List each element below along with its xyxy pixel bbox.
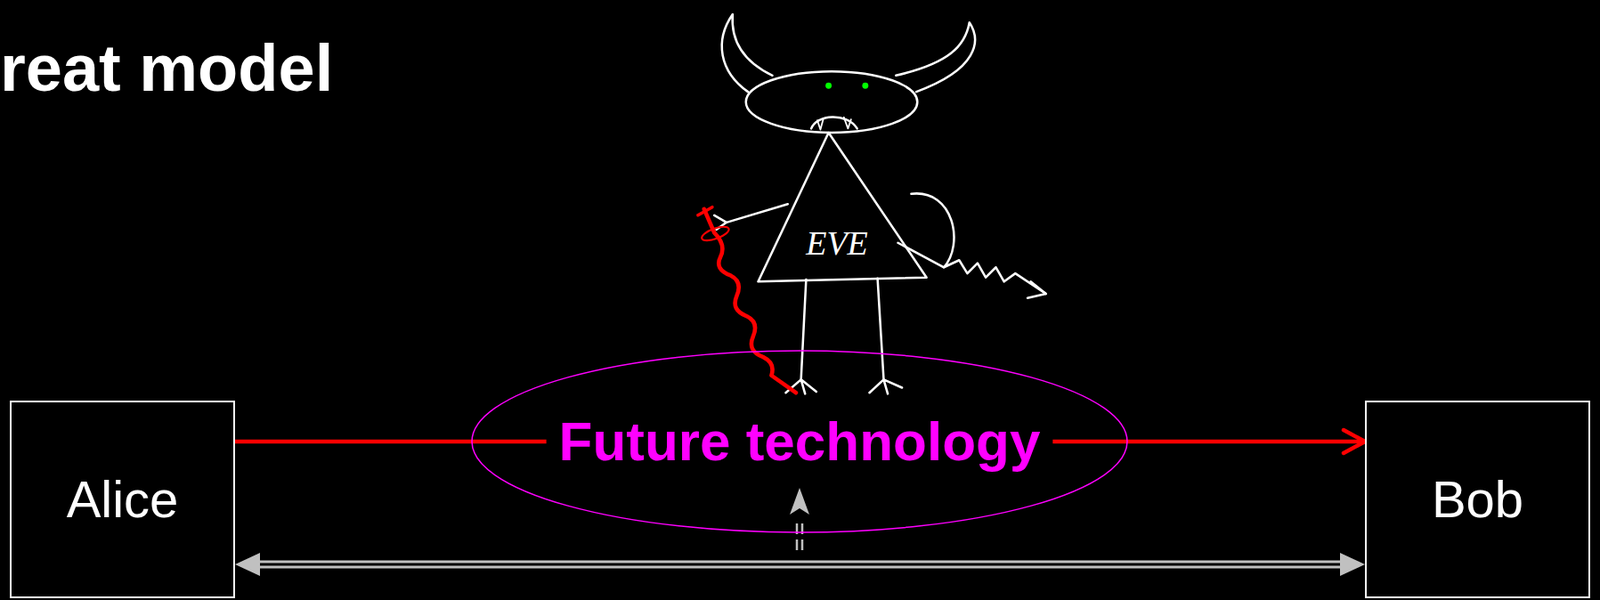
eve-eye bbox=[825, 82, 832, 90]
channel-line-gap bbox=[258, 563, 1342, 567]
eve-eye bbox=[861, 82, 869, 90]
message-line bbox=[1052, 439, 1365, 445]
eve-pitchfork-tip bbox=[698, 207, 713, 216]
eve-arm bbox=[898, 243, 945, 269]
message-arrow bbox=[1052, 430, 1365, 454]
technology-ellipse: Future technology bbox=[471, 349, 1129, 534]
arrow-head bbox=[235, 552, 260, 577]
slide-title: reat model bbox=[0, 35, 333, 102]
message-arrow bbox=[235, 441, 547, 443]
party-box: Bob bbox=[1364, 400, 1591, 599]
eve-head bbox=[746, 71, 918, 133]
eve-horn bbox=[722, 14, 773, 92]
ellipse-shape bbox=[471, 350, 1128, 533]
arrow-head bbox=[1343, 430, 1365, 454]
eve-horn bbox=[895, 22, 975, 92]
figure-name: EVE bbox=[805, 226, 869, 260]
channel-line bbox=[258, 560, 1342, 569]
up-arrow bbox=[789, 487, 810, 551]
eve-arm bbox=[714, 203, 788, 230]
eve-body bbox=[758, 132, 927, 282]
arrow-head bbox=[1340, 552, 1365, 577]
eve-fangs bbox=[817, 117, 852, 130]
eve-tail bbox=[910, 193, 1046, 294]
up-arrow-head bbox=[789, 487, 810, 515]
message-line bbox=[235, 439, 547, 445]
party-box: Alice bbox=[9, 400, 236, 599]
ellipse-label: Future technology bbox=[559, 411, 1041, 472]
eve-figure bbox=[698, 14, 1047, 394]
party-name: Bob bbox=[1431, 471, 1524, 528]
eve-pitchfork-ring bbox=[699, 224, 731, 244]
eve-legs bbox=[801, 278, 885, 380]
eve-tail-tip bbox=[1027, 281, 1047, 298]
eve-pitchfork bbox=[704, 209, 796, 393]
up-arrow-stem bbox=[796, 523, 803, 551]
party-name: Alice bbox=[66, 471, 179, 528]
channel-arrow bbox=[235, 552, 1365, 577]
eve-feet bbox=[785, 379, 902, 394]
